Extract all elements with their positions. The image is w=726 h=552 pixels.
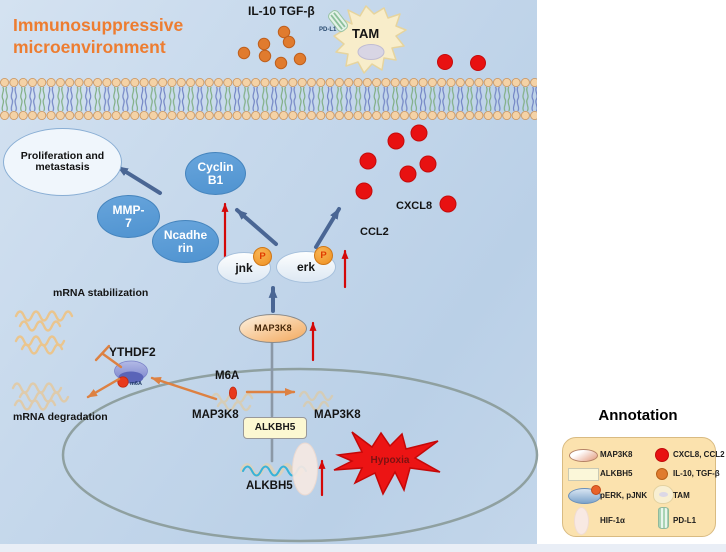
jnk-text: jnk (235, 260, 253, 275)
legend-hif1a-icon (574, 507, 589, 535)
m6a-label: M6A (215, 370, 240, 382)
legend-tam-cell-icon (653, 485, 674, 504)
alkbh5-enzyme-node: ALKBH5 (243, 417, 307, 439)
cxcl8-ccl2-dots (355, 54, 486, 213)
mmp7-node: MMP-7 (97, 195, 160, 238)
bottom-strip (0, 544, 726, 552)
signaling-arrows (116, 165, 341, 313)
pdl1-receptor-icon (328, 10, 348, 32)
legend-pdl1-label: PD-L1 (673, 516, 697, 525)
plasma-membrane (0, 78, 537, 120)
il10-tgfb-dots (237, 25, 307, 70)
tam-label: TAM (352, 26, 380, 41)
alkbh5-mrna-label: ALKBH5 (246, 480, 293, 492)
ythdf2-protein: m6A (114, 360, 148, 388)
legend-tam-label: TAM (673, 491, 690, 500)
legend-cxcl8-ccl2-dot-icon (655, 448, 669, 462)
ncadherin-node: Ncadherin (152, 220, 219, 263)
mmp7-text: MMP-7 (112, 202, 145, 230)
legend-il10-tgfb-dot-icon (656, 468, 668, 480)
nuclear-envelope (61, 367, 539, 543)
cxcl8-label: CXCL8 (396, 200, 433, 212)
legend-pdl1-icon (658, 507, 669, 529)
m6a-mark-nuclear (228, 386, 237, 400)
erk-text: erk (296, 259, 316, 274)
tam-cell (328, 5, 407, 74)
cyclin-b1-node: Cyclin B1 (185, 152, 246, 195)
mrna-stabilized-strands (14, 310, 74, 355)
m6a-tag-label: m6A (130, 381, 142, 387)
mrna-stabilization-label: mRNA stabilization (53, 287, 149, 299)
map3k8-methylated-label: MAP3K8 (192, 409, 239, 421)
proliferation-metastasis-text: Proliferation and metastasis (20, 149, 105, 173)
mrna-degraded-strands (11, 382, 70, 411)
legend-il10-tgfb-label: IL-10, TGF-β (673, 469, 720, 478)
legend-cxcl8-ccl2-label: CXCL8, CCL2 (673, 450, 725, 459)
il10-tgfb-label: IL-10 TGF-β (248, 4, 315, 18)
tam-nucleus (357, 44, 385, 60)
legend-hif1a-label: HIF-1α (600, 516, 625, 525)
legend-alkbh5-box-icon (568, 468, 599, 481)
hypoxia-label: Hypoxia (370, 455, 410, 466)
legend-phospho-dot-icon (591, 485, 601, 495)
phospho-badge-jnk: P (253, 247, 272, 266)
map3k8-demethylated-label: MAP3K8 (314, 409, 361, 421)
hif1a-protein (292, 442, 318, 496)
legend-alkbh5-label: ALKBH5 (600, 469, 633, 478)
m6a-mark-on-mrna (117, 376, 129, 388)
mrna-degradation-label: mRNA degradation (13, 411, 108, 423)
proliferation-metastasis-node: Proliferation and metastasis (3, 128, 122, 196)
pdl1-label: PD-L1 (319, 27, 337, 33)
cyclin-b1-text: Cyclin B1 (197, 159, 234, 187)
nuclear-mrna-demethylated (298, 390, 334, 412)
legend-perk-pjnk-label: pERK, pJNK (600, 491, 648, 500)
legend-title: Annotation (598, 407, 678, 424)
legend-box: MAP3K8 ALKBH5 pERK, pJNK HIF-1α CXCL8, C… (562, 437, 725, 537)
ythdf2-label: YTHDF2 (109, 345, 156, 359)
ncadherin-text: Ncadherin (163, 227, 208, 255)
map3k8-kinase-node: MAP3K8 (239, 314, 307, 343)
upregulation-arrows (221, 202, 349, 497)
legend-map3k8-label: MAP3K8 (600, 450, 633, 459)
legend-perk-pjnk-icon (568, 485, 601, 504)
phospho-p-text: P (320, 250, 327, 261)
figure-title: Immunosuppressive microenvironment (13, 15, 184, 58)
alkbh5-enzyme-text: ALKBH5 (254, 421, 296, 433)
m6a-pathway-arrows (86, 344, 296, 401)
map3k8-kinase-text: MAP3K8 (254, 322, 292, 333)
phospho-p-text: P (259, 251, 266, 262)
phospho-badge-erk: P (314, 246, 333, 265)
legend-tam-nucleus-icon (659, 492, 668, 497)
legend-map3k8-oval-icon (569, 449, 598, 462)
inhibition-tbar (94, 344, 111, 362)
hypoxia-starburst (333, 431, 441, 496)
ccl2-label: CCL2 (360, 226, 389, 238)
